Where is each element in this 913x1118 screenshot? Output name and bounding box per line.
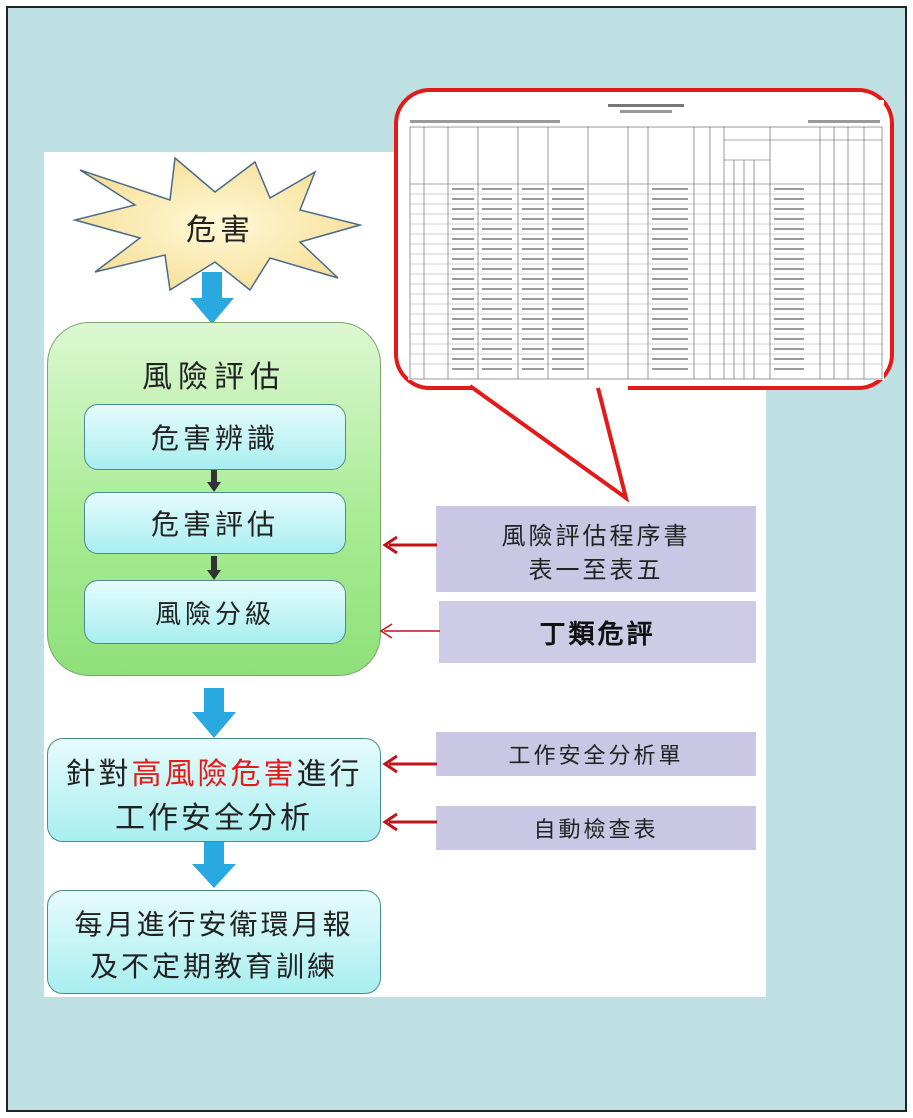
hazard-label: 危害 bbox=[186, 213, 254, 248]
callout-tail-icon bbox=[468, 384, 630, 502]
procedure-line1: 風險評估程序書 bbox=[501, 521, 691, 550]
monthly-report-box: 每月進行安衛環月報 及不定期教育訓練 bbox=[47, 890, 381, 994]
arrow-left-procedure-icon bbox=[382, 535, 437, 555]
jsa-form-box: 工作安全分析單 bbox=[436, 732, 756, 776]
small-arrow-1-icon bbox=[207, 470, 221, 492]
jsa-box: 針對高風險危害進行 工作安全分析 bbox=[47, 738, 381, 842]
monthly-line2: 及不定期教育訓練 bbox=[89, 950, 338, 983]
hazard-evaluation-box: 危害評估 bbox=[84, 492, 346, 554]
risk-assessment-title: 風險評估 bbox=[142, 360, 286, 395]
arrow-down-1-icon bbox=[190, 272, 234, 324]
arrow-down-3-icon bbox=[192, 842, 236, 888]
arrow-left-class-d-icon bbox=[379, 623, 440, 639]
risk-grading-box: 風險分級 bbox=[84, 580, 346, 644]
jsa-suffix: 進行 bbox=[296, 757, 363, 792]
jsa-prefix: 針對 bbox=[65, 757, 132, 792]
procedure-line2: 表一至表五 bbox=[528, 555, 664, 584]
jsa-highlight: 高風險危害 bbox=[131, 757, 297, 792]
hazard-identification-box: 危害辨識 bbox=[84, 404, 346, 470]
arrow-left-jsa-form-icon bbox=[382, 754, 437, 774]
hazard-starburst bbox=[72, 156, 363, 292]
risk-assessment-form-thumbnail bbox=[408, 100, 884, 380]
jsa-line2: 工作安全分析 bbox=[115, 801, 313, 836]
class-d-box: 丁類危評 bbox=[439, 601, 756, 663]
small-arrow-2-icon bbox=[207, 556, 221, 580]
arrow-left-checklist-icon bbox=[382, 812, 437, 832]
checklist-box: 自動檢查表 bbox=[436, 806, 756, 850]
procedure-box: 風險評估程序書 表一至表五 bbox=[436, 506, 756, 592]
monthly-line1: 每月進行安衛環月報 bbox=[74, 908, 354, 941]
arrow-down-2-icon bbox=[192, 688, 236, 738]
